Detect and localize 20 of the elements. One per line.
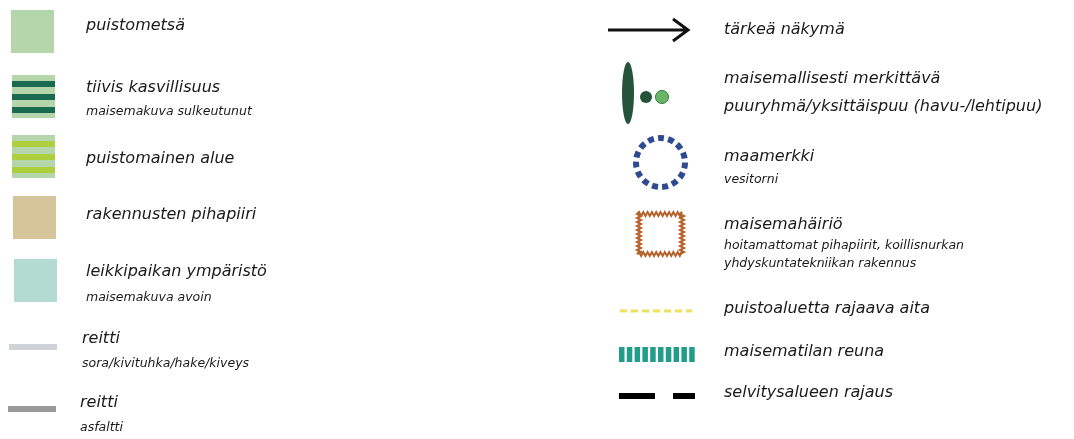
- legend-label: selvitysalueen rajaus: [724, 382, 894, 402]
- legend-label: puistomainen alue: [86, 148, 235, 168]
- legend-note: sora/kivituhka/hake/kiveys: [82, 354, 250, 372]
- legend-label: puistoaluetta rajaava aita: [724, 298, 930, 318]
- legend-label: rakennusten pihapiiri: [86, 204, 257, 224]
- legend-note: maisemakuva avoin: [86, 288, 212, 306]
- legend-note: asfaltti: [80, 418, 123, 436]
- legend-note: maisemakuva sulkeutunut: [86, 102, 252, 120]
- legend-label: puistometsä: [86, 15, 185, 35]
- legend-label: reitti: [80, 392, 118, 412]
- legend-label: tiivis kasvillisuus: [86, 77, 221, 97]
- legend-label: reitti: [82, 328, 120, 348]
- legend-label: maisemahäiriö: [724, 214, 843, 234]
- legend-label: maamerkki: [724, 146, 815, 166]
- legend-note: vesitorni: [724, 170, 779, 188]
- legend-label: tärkeä näkymä: [724, 19, 845, 39]
- legend-label: maisematilan reuna: [724, 341, 885, 361]
- legend-label: maisemallisesti merkittävä puuryhmä/yksittäispuu (havu-/lehtipuu): [724, 67, 1044, 117]
- legend-label: leikkipaikan ympäristö: [86, 261, 267, 281]
- legend-note: hoitamattomat pihapiirit, koillisnurkan yhdyskuntatekniikan rakennus: [724, 236, 966, 272]
